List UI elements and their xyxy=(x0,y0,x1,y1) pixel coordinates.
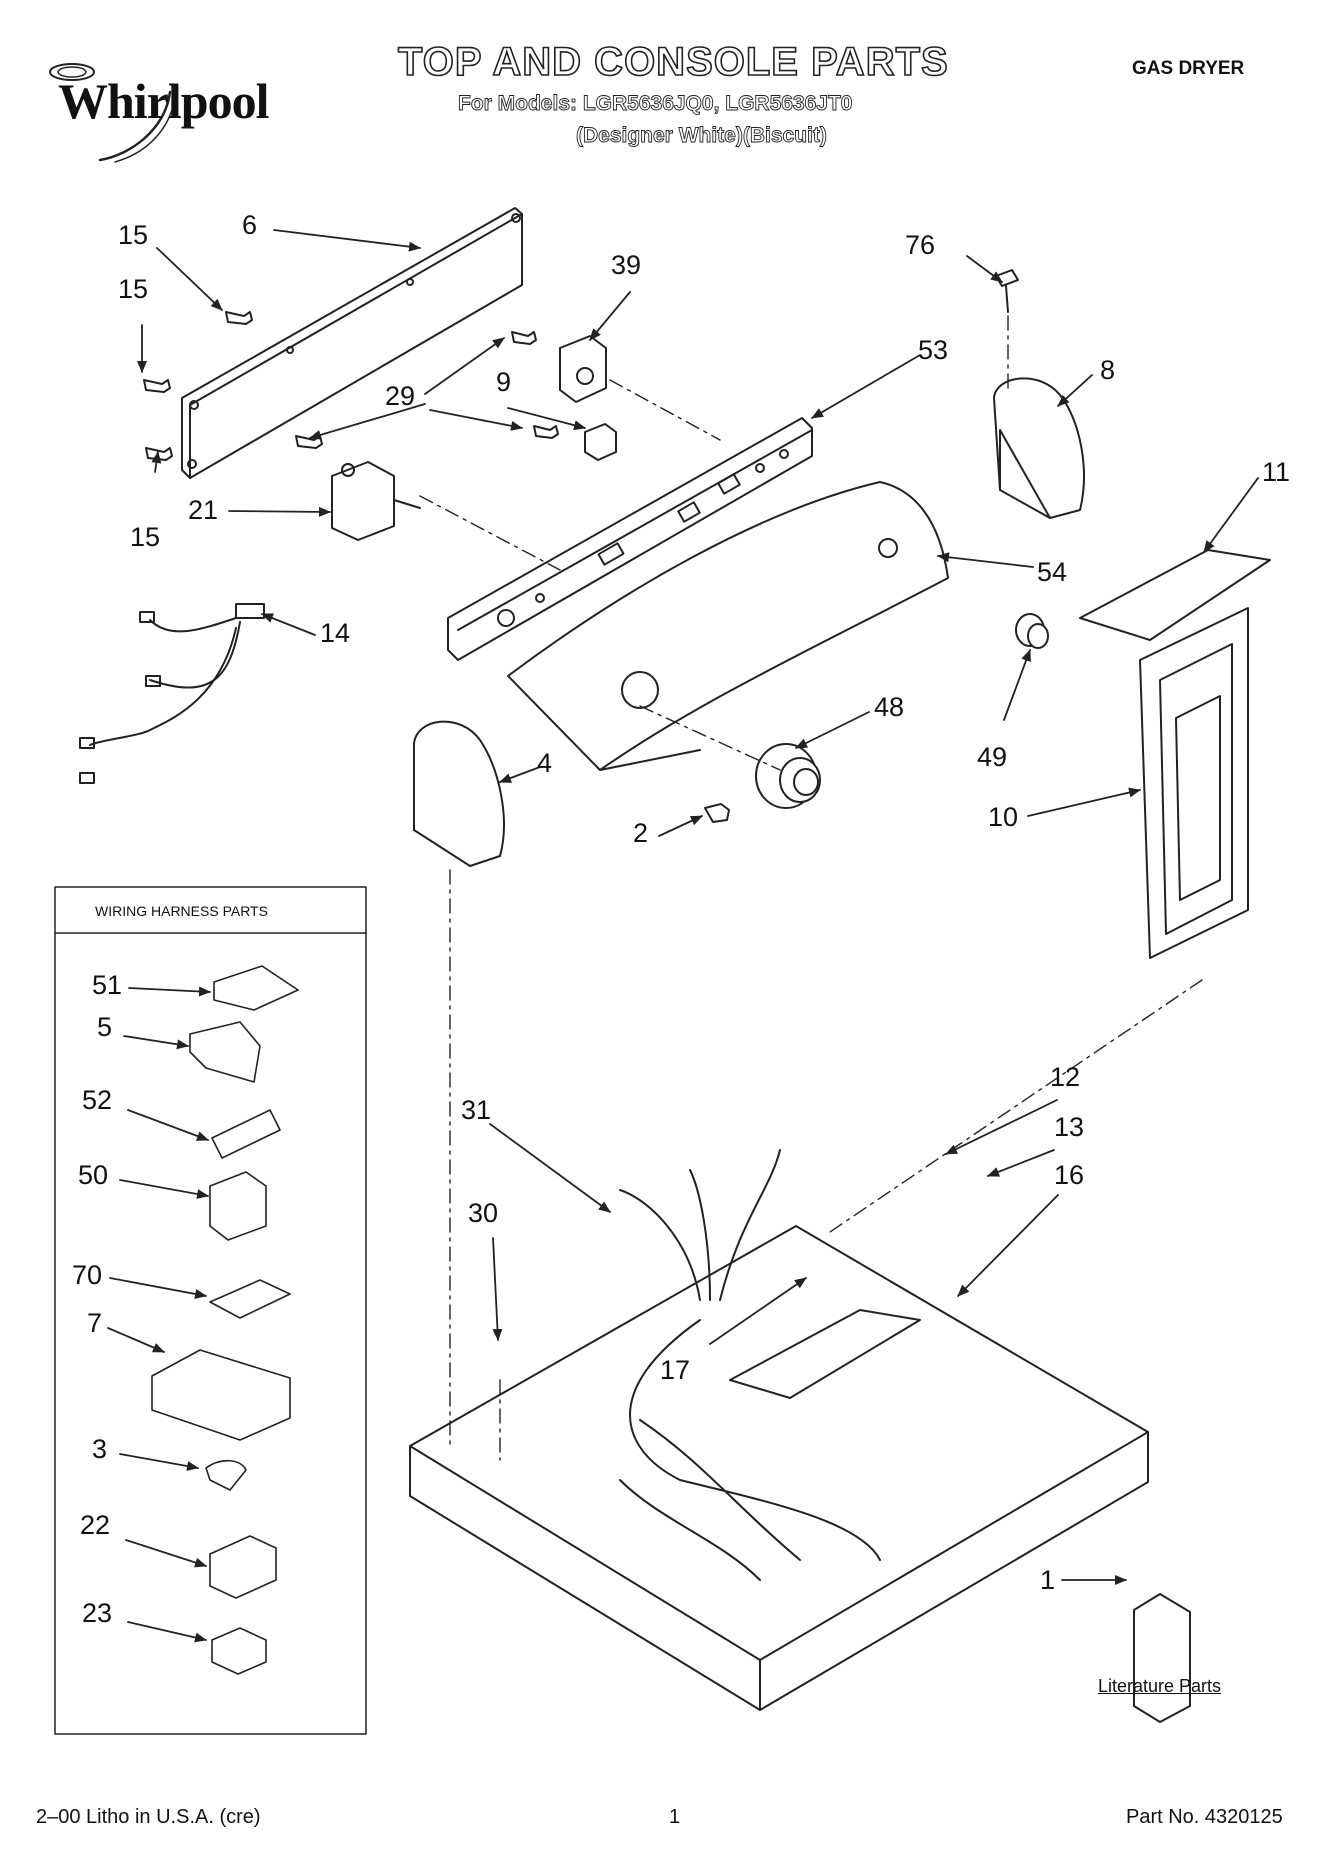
assembly-guide-lines xyxy=(419,315,1203,1461)
wiring-box-title: WIRING HARNESS PARTS xyxy=(95,903,268,919)
part-16-top-panel xyxy=(409,1225,1149,1711)
brand-logo-text: Whirlpool xyxy=(58,73,269,129)
callout-21: 21 xyxy=(188,495,219,525)
callout-39: 39 xyxy=(611,250,642,280)
callout-9: 9 xyxy=(496,367,512,397)
callout-50: 50 xyxy=(78,1160,109,1190)
part-11-lint-cover xyxy=(1079,549,1271,641)
callout-31: 31 xyxy=(461,1095,492,1125)
callout-1: 1 xyxy=(1040,1565,1056,1595)
part-2-screw xyxy=(704,803,730,823)
callout-52: 52 xyxy=(82,1085,113,1115)
callout-4: 4 xyxy=(537,748,553,778)
callout-15: 15 xyxy=(130,522,161,552)
colors-line: (Designer White)(Biscuit) xyxy=(576,124,828,148)
callout-13: 13 xyxy=(1054,1112,1085,1142)
callout-54: 54 xyxy=(1037,557,1068,587)
callout-3: 3 xyxy=(92,1434,108,1464)
callout-2: 2 xyxy=(633,818,649,848)
callout-8: 8 xyxy=(1100,355,1116,385)
part-9-connector xyxy=(584,423,617,461)
callout-23: 23 xyxy=(82,1598,113,1628)
part-number: Part No. 4320125 xyxy=(1126,1806,1283,1828)
print-info: 2–00 Litho in U.S.A. (cre) xyxy=(36,1806,261,1828)
part-49-knob xyxy=(1015,613,1049,649)
part-10-lint-duct xyxy=(1139,607,1249,959)
page-title: TOP AND CONSOLE PARTS xyxy=(397,39,949,85)
callout-17: 17 xyxy=(660,1355,691,1385)
callout-15: 15 xyxy=(118,274,149,304)
part-6-console-bracket xyxy=(181,207,523,479)
wiring-harness-box-frame xyxy=(54,886,367,1735)
wiring-box-part-shapes xyxy=(151,965,299,1675)
part-39-switch xyxy=(559,335,607,403)
callout-76: 76 xyxy=(905,230,936,260)
callout-29: 29 xyxy=(385,381,416,411)
part-14-wiring-harness xyxy=(79,603,265,784)
callout-53: 53 xyxy=(918,335,949,365)
callout-12: 12 xyxy=(1050,1062,1081,1092)
callout-15: 15 xyxy=(118,220,149,250)
whirlpool-logo-swoosh xyxy=(49,63,177,163)
callout-14: 14 xyxy=(320,618,351,648)
callout-30: 30 xyxy=(468,1198,499,1228)
callout-10: 10 xyxy=(988,802,1019,832)
part-54-console-backguard xyxy=(507,481,949,771)
callout-11: 11 xyxy=(1262,457,1291,487)
part-15-screws xyxy=(143,311,559,461)
part-76-screw xyxy=(995,269,1019,313)
callout-16: 16 xyxy=(1054,1160,1085,1190)
models-line: For Models: LGR5636JQ0, LGR5636JT0 xyxy=(458,92,853,116)
document-type: GAS DRYER xyxy=(1132,58,1245,79)
part-4-end-cap xyxy=(413,720,505,867)
part-53-console-panel xyxy=(447,417,813,661)
callout-5: 5 xyxy=(97,1012,113,1042)
literature-parts-caption: Literature Parts xyxy=(1098,1676,1222,1696)
part-8-end-cap xyxy=(993,377,1085,519)
part-21-timer xyxy=(331,461,421,541)
part-1-literature xyxy=(1133,1593,1191,1723)
callout-leader-lines xyxy=(107,229,1259,1643)
callout-6: 6 xyxy=(242,210,258,240)
part-31-wiring-bundle xyxy=(619,1149,881,1581)
page-number: 1 xyxy=(669,1806,681,1828)
callout-7: 7 xyxy=(87,1308,103,1338)
callout-49: 49 xyxy=(977,742,1008,772)
callout-22: 22 xyxy=(80,1510,111,1540)
callout-51: 51 xyxy=(92,970,123,1000)
callout-48: 48 xyxy=(874,692,905,722)
callout-70: 70 xyxy=(72,1260,103,1290)
part-48-knob xyxy=(755,743,821,809)
